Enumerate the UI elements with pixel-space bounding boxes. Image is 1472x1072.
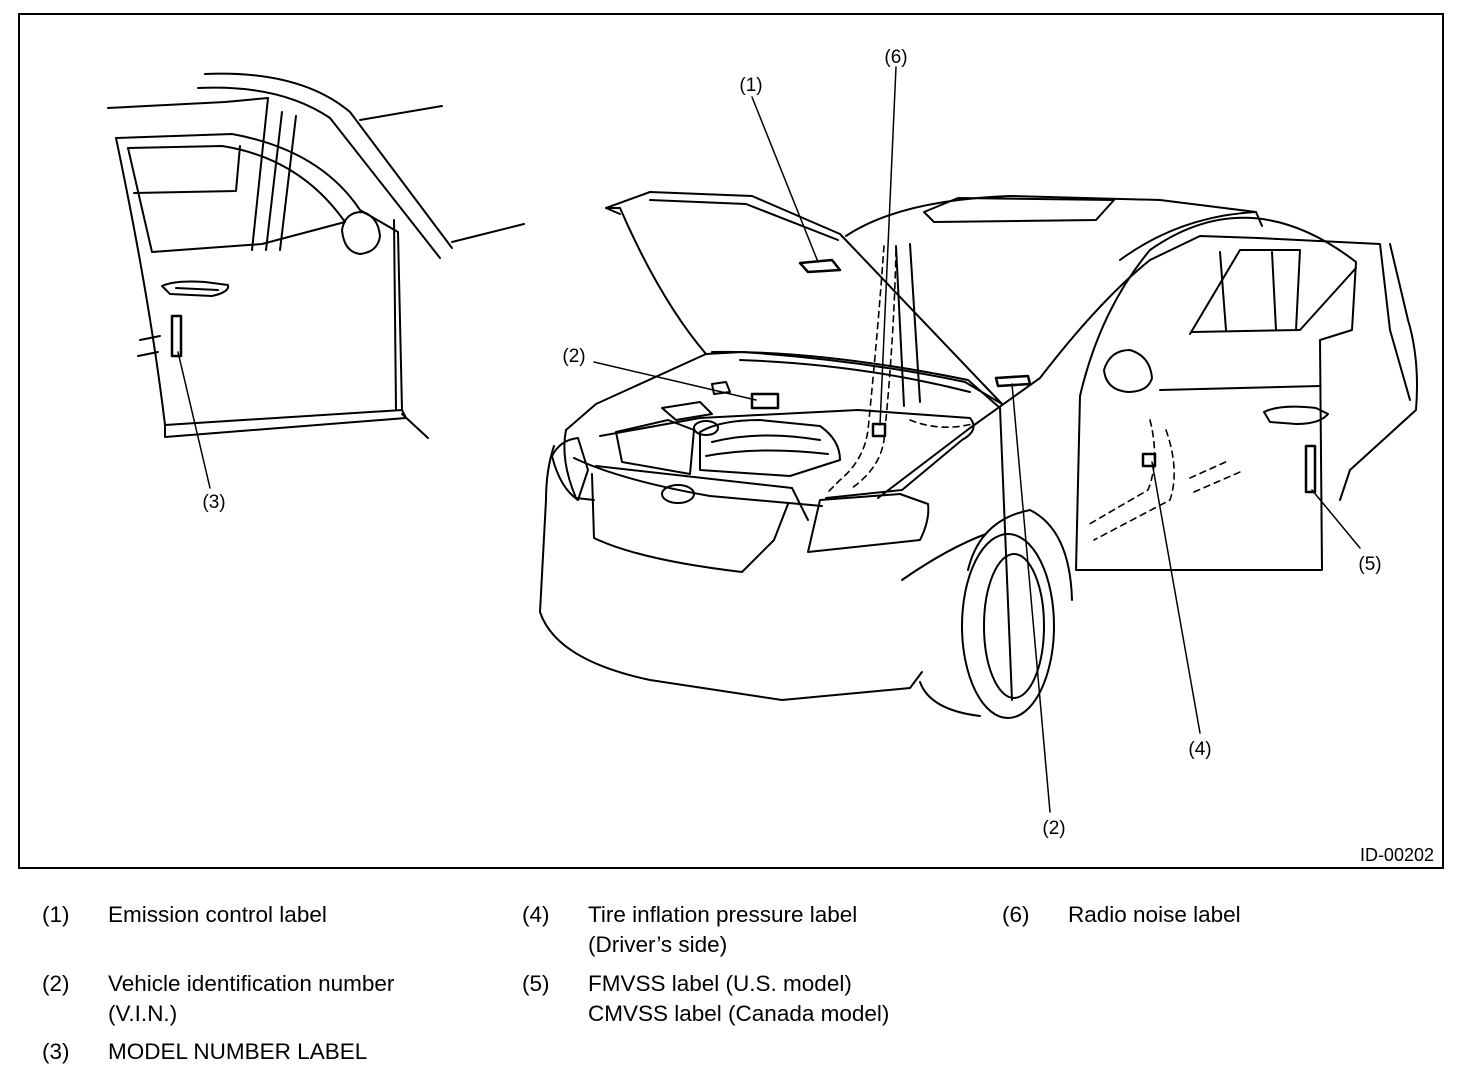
callout-2-windshield: (2) — [1042, 818, 1065, 839]
legend-line: (V.I.N.) — [108, 1001, 178, 1026]
radio-noise-label-marker — [871, 422, 887, 438]
vehicle-label-diagram: (1) (6) (2) (3) (5) (4) (2) ID-00202 — [107, 47, 1434, 865]
fmvss-label-marker — [1304, 444, 1317, 494]
legend-line: MODEL NUMBER LABEL — [108, 1039, 368, 1064]
legend-line: Tire inflation pressure label — [588, 902, 858, 927]
legend-number: (3) — [42, 1039, 70, 1064]
figure-frame — [18, 13, 1444, 869]
vin-label-bay-marker — [750, 392, 780, 410]
legend-number: (6) — [1002, 902, 1030, 927]
legend-line: CMVSS label (Canada model) — [588, 1001, 890, 1026]
callout-6: (6) — [884, 47, 907, 68]
callout-4: (4) — [1188, 739, 1211, 760]
legend-line: (Driver’s side) — [588, 932, 728, 957]
legend-line: Vehicle identification number — [108, 971, 395, 996]
legend-description: MODEL NUMBER LABEL — [108, 1037, 367, 1067]
callout-3: (3) — [202, 492, 225, 513]
legend-number: (5) — [522, 971, 550, 996]
legend-description: Radio noise label — [1068, 900, 1241, 930]
legend-number: (4) — [522, 902, 550, 927]
legend-line: FMVSS label (U.S. model) — [588, 971, 852, 996]
legend-description: Emission control label — [108, 900, 327, 930]
emission-label-marker — [798, 258, 842, 274]
legend-description: Vehicle identification number (V.I.N.) — [108, 969, 394, 1029]
figure-id: ID-00202 — [1360, 845, 1434, 865]
tire-pressure-label-marker — [1141, 452, 1157, 468]
legend-number: (1) — [42, 902, 70, 927]
car-drawing — [539, 191, 1418, 719]
model-number-label-marker — [170, 314, 183, 358]
legend-number: (2) — [42, 971, 70, 996]
callout-2-engine-bay: (2) — [562, 346, 585, 367]
legend-description: Tire inflation pressure label (Driver’s … — [588, 900, 857, 960]
legend-description: FMVSS label (U.S. model) CMVSS label (Ca… — [588, 969, 889, 1029]
door-inset-drawing — [107, 72, 525, 489]
callout-5: (5) — [1358, 554, 1381, 575]
legend-line: Radio noise label — [1068, 902, 1241, 927]
callout-1: (1) — [739, 75, 762, 96]
callout-leaders — [593, 66, 1361, 813]
legend-line: Emission control label — [108, 902, 327, 927]
